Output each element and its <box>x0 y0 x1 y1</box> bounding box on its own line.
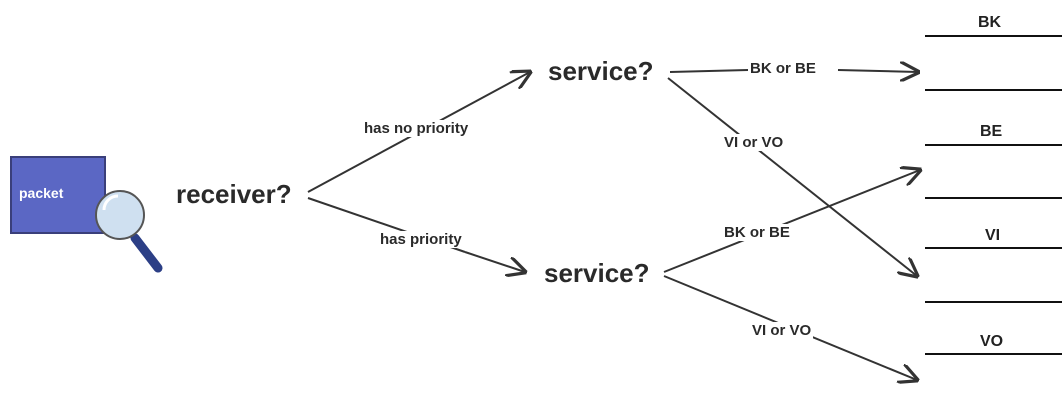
edge-top-vivo <box>667 77 917 276</box>
queue-label-be: BE <box>980 123 1003 140</box>
branch-priority-label: has priority <box>378 231 464 248</box>
service-bottom-label: service? <box>544 258 650 288</box>
branch-no-priority-label: has no priority <box>362 120 471 137</box>
service-top-label: service? <box>548 56 654 86</box>
branch-bottom-vivo-label: VI or VO <box>750 322 814 339</box>
branch-bottom-bkbe-label: BK or BE <box>722 224 792 241</box>
branch-top-bkbe-label: BK or BE <box>748 60 818 77</box>
receiver-label: receiver? <box>176 179 292 209</box>
queue-label-vo: VO <box>980 333 1004 350</box>
edge-top-bkbe-b <box>837 70 918 72</box>
packet-label: packet <box>19 185 64 201</box>
queue-label-bk: BK <box>978 14 1002 31</box>
edge-priority-b <box>464 251 525 272</box>
edge-top-bkbe-a <box>669 69 749 73</box>
branch-top-vivo-label: VI or VO <box>722 134 786 151</box>
packet-box <box>10 156 106 234</box>
queue-label-vi: VI <box>985 227 1001 244</box>
edge-bottom-bkbe <box>663 170 920 273</box>
magnifier-icon <box>95 190 163 273</box>
